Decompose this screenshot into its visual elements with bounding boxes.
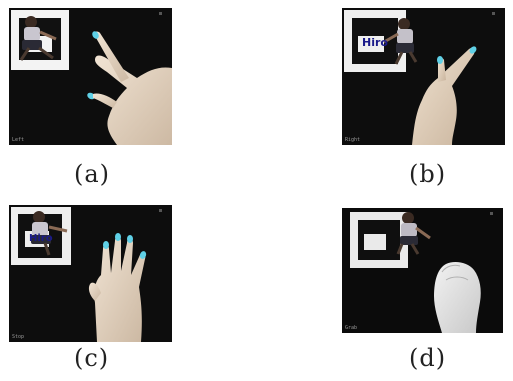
panel-c-image: Hiro Stop bbox=[9, 205, 172, 342]
panel-d-image: Grab bbox=[342, 208, 503, 333]
status-label: Left bbox=[12, 137, 25, 143]
caption-b: (b) bbox=[409, 160, 447, 188]
hand-open-palm bbox=[88, 233, 147, 342]
caption-d: (d) bbox=[409, 344, 447, 372]
ar-character bbox=[31, 211, 68, 256]
ar-character bbox=[396, 212, 431, 255]
marker-text: Hiro bbox=[362, 36, 388, 49]
ar-marker bbox=[344, 10, 406, 72]
panel-d-scene bbox=[342, 208, 503, 333]
hand-pointing-right bbox=[412, 46, 477, 145]
caption-a: (a) bbox=[74, 160, 111, 188]
status-label: Right bbox=[345, 137, 361, 143]
status-label: Stop bbox=[12, 334, 25, 340]
ar-character bbox=[383, 18, 418, 65]
marker-text: Hiro bbox=[29, 233, 53, 244]
ar-character bbox=[19, 16, 57, 61]
hand-closed-fist bbox=[434, 262, 481, 333]
caption-c: (c) bbox=[74, 344, 110, 372]
panel-c-scene bbox=[9, 205, 172, 342]
panel-a-image: Left bbox=[9, 8, 172, 145]
panel-a-scene bbox=[9, 8, 172, 145]
ar-marker bbox=[350, 212, 408, 268]
panel-b-scene bbox=[342, 8, 505, 145]
status-label: Grab bbox=[345, 325, 358, 331]
hand-pointing-left bbox=[87, 31, 172, 145]
panel-b-image: Hiro Right bbox=[342, 8, 505, 145]
